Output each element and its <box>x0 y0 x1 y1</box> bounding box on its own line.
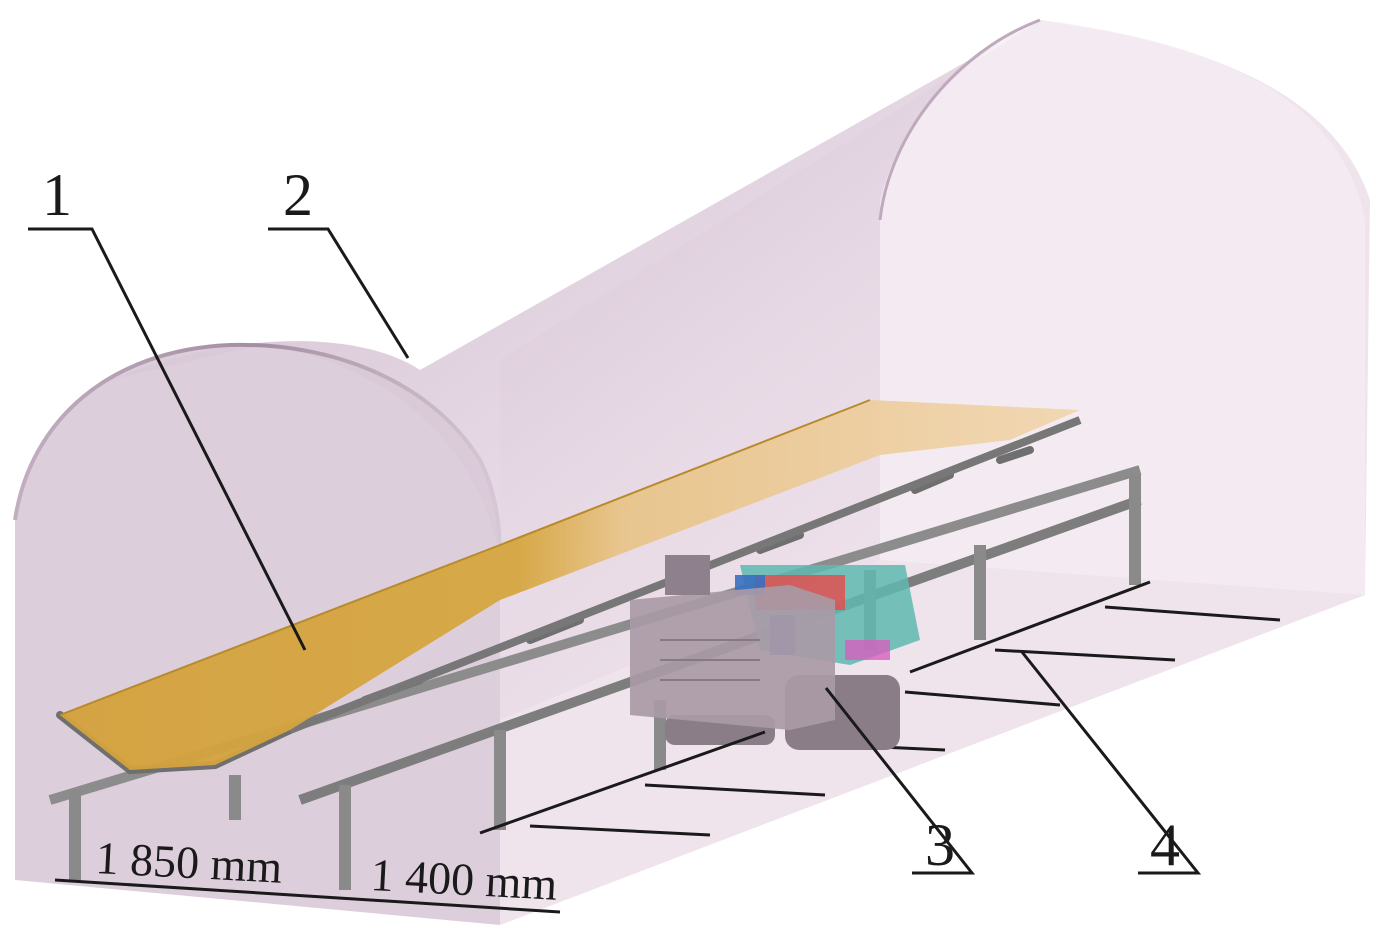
callout-2: 2 <box>283 162 313 228</box>
dimension-1400: 1 400 mm <box>369 849 558 910</box>
dimension-1850: 1 850 mm <box>94 832 283 893</box>
callout-4: 4 <box>1150 812 1180 878</box>
inspection-robot <box>630 555 920 750</box>
dimension-baseline <box>54 878 561 914</box>
track-rails <box>529 605 1281 837</box>
callout-leaders <box>28 227 1202 875</box>
callout-1: 1 <box>42 162 72 228</box>
callout-3: 3 <box>925 812 955 878</box>
